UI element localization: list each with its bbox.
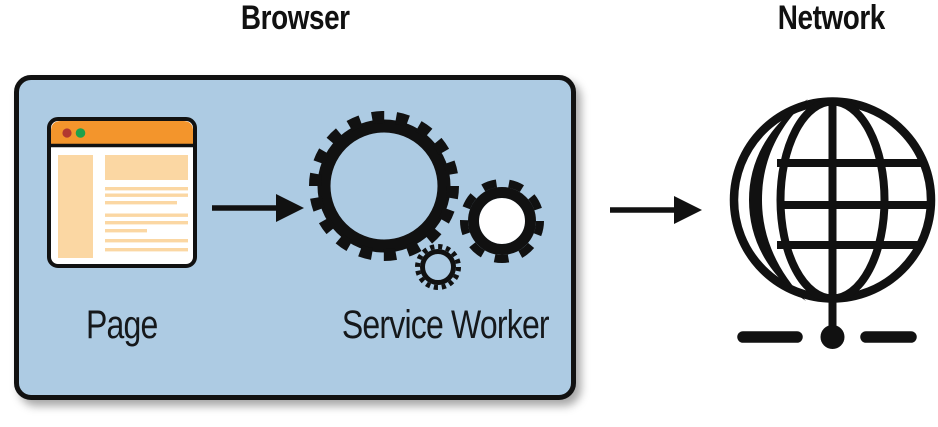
traffic-dot-red-icon <box>62 128 72 138</box>
medium-gear <box>460 179 544 263</box>
browser-title: Browser <box>14 1 576 35</box>
page-label: Page <box>32 305 212 345</box>
browser-window-icon <box>47 117 197 268</box>
network-title-text: Network <box>777 0 886 37</box>
globe-swoosh-arc <box>749 99 808 301</box>
page-label-text: Page <box>86 303 158 347</box>
network-node-dot <box>820 325 845 349</box>
sidebar-block <box>58 155 93 258</box>
traffic-dot-green-icon <box>75 128 86 138</box>
small-gear <box>415 244 461 290</box>
service-worker-to-network-arrow-icon <box>610 196 702 224</box>
page-to-service-worker-arrow-icon <box>212 194 304 222</box>
window-header <box>51 121 193 144</box>
hero-block <box>105 155 188 180</box>
service-worker-label: Service Worker <box>295 305 595 345</box>
globe-sphere <box>729 97 936 337</box>
service-worker-label-text: Service Worker <box>341 303 550 347</box>
globe-latitude-lines <box>777 159 930 249</box>
network-title: Network <box>722 1 938 35</box>
large-gear <box>309 111 459 261</box>
network-stand <box>737 325 917 349</box>
browser-title-text: Browser <box>240 0 350 37</box>
gears-icon <box>309 111 544 290</box>
globe-network-icon <box>729 97 936 349</box>
text-lines <box>105 187 188 252</box>
window-content-blocks <box>58 155 188 258</box>
